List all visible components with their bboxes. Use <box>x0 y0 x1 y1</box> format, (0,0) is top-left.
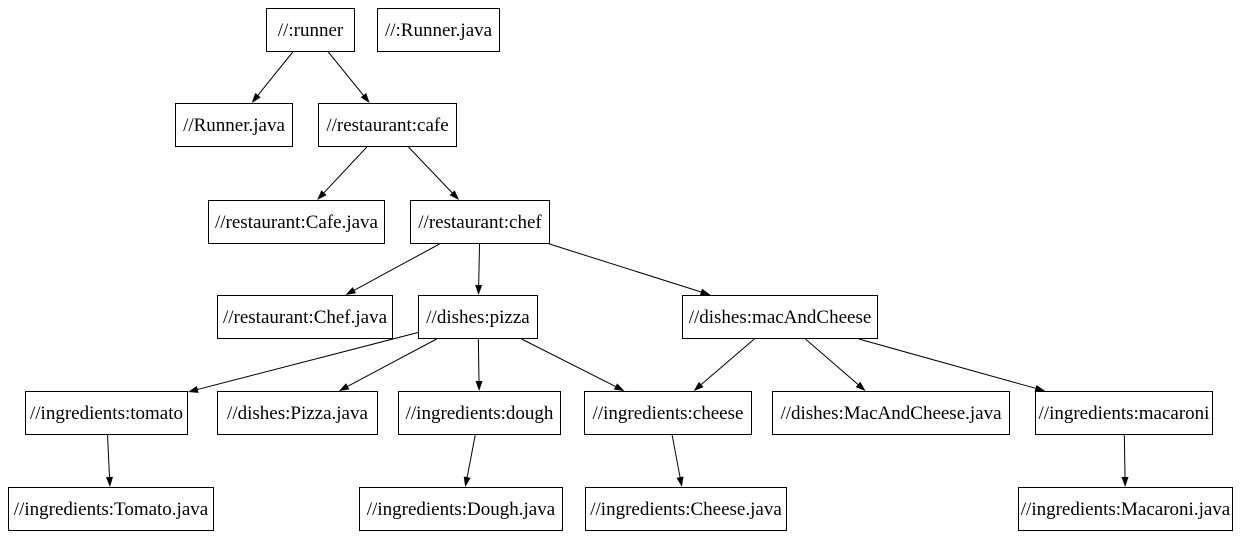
graph-edge-pizza-to-cheese <box>521 338 625 391</box>
graph-node-cheese: //ingredients:cheese <box>584 391 752 435</box>
graph-edge-runner-to-runner-java-file <box>251 51 294 103</box>
graph-edge-cheese-to-cheese-java <box>671 434 684 487</box>
graph-edge-mac-and-cheese-to-cheese <box>693 338 755 391</box>
graph-node-tomato: //ingredients:tomato <box>25 391 188 435</box>
graph-node-cafe: //restaurant:cafe <box>318 103 457 147</box>
graph-edge-pizza-to-pizza-java <box>338 338 437 391</box>
graph-edge-tomato-to-tomato-java <box>106 434 113 487</box>
graph-edge-runner-to-cafe <box>327 51 370 103</box>
graph-node-tomato-java: //ingredients:Tomato.java <box>8 487 214 531</box>
graph-node-macaroni: //ingredients:macaroni <box>1035 391 1213 435</box>
graph-node-mac-and-cheese: //dishes:macAndCheese <box>682 295 878 339</box>
graph-edge-mac-and-cheese-to-mac-and-cheese-java <box>805 338 866 391</box>
graph-edge-mac-and-cheese-to-macaroni <box>858 338 1046 392</box>
graph-edge-pizza-to-tomato <box>188 332 419 393</box>
graph-node-chef: //restaurant:chef <box>410 200 550 244</box>
graph-edge-cafe-to-chef <box>408 146 460 200</box>
graph-edge-macaroni-to-macaroni-java <box>1121 434 1129 487</box>
graph-node-pizza-java: //dishes:Pizza.java <box>217 391 378 435</box>
graph-node-runner-java-target: //:Runner.java <box>377 8 500 52</box>
graph-node-runner: //:runner <box>266 8 355 52</box>
graph-edge-chef-to-chef-java <box>345 243 440 295</box>
graph-node-chef-java: //restaurant:Chef.java <box>217 295 393 339</box>
graph-edge-chef-to-pizza <box>475 243 483 295</box>
graph-node-mac-and-cheese-java: //dishes:MacAndCheese.java <box>772 391 1010 435</box>
graph-node-pizza: //dishes:pizza <box>418 295 538 339</box>
graph-node-cheese-java: //ingredients:Cheese.java <box>585 487 787 531</box>
graph-edge-cafe-to-cafe-java <box>317 146 368 200</box>
graph-edge-chef-to-mac-and-cheese <box>549 243 711 296</box>
graph-node-runner-java-file: //Runner.java <box>175 103 293 147</box>
graph-node-dough: //ingredients:dough <box>398 391 561 435</box>
graph-node-cafe-java: //restaurant:Cafe.java <box>208 200 385 244</box>
graph-edge-pizza-to-dough <box>475 338 483 391</box>
graph-node-dough-java: //ingredients:Dough.java <box>359 487 563 531</box>
graph-edge-dough-to-dough-java <box>463 434 476 487</box>
graph-node-macaroni-java: //ingredients:Macaroni.java <box>1018 487 1233 531</box>
